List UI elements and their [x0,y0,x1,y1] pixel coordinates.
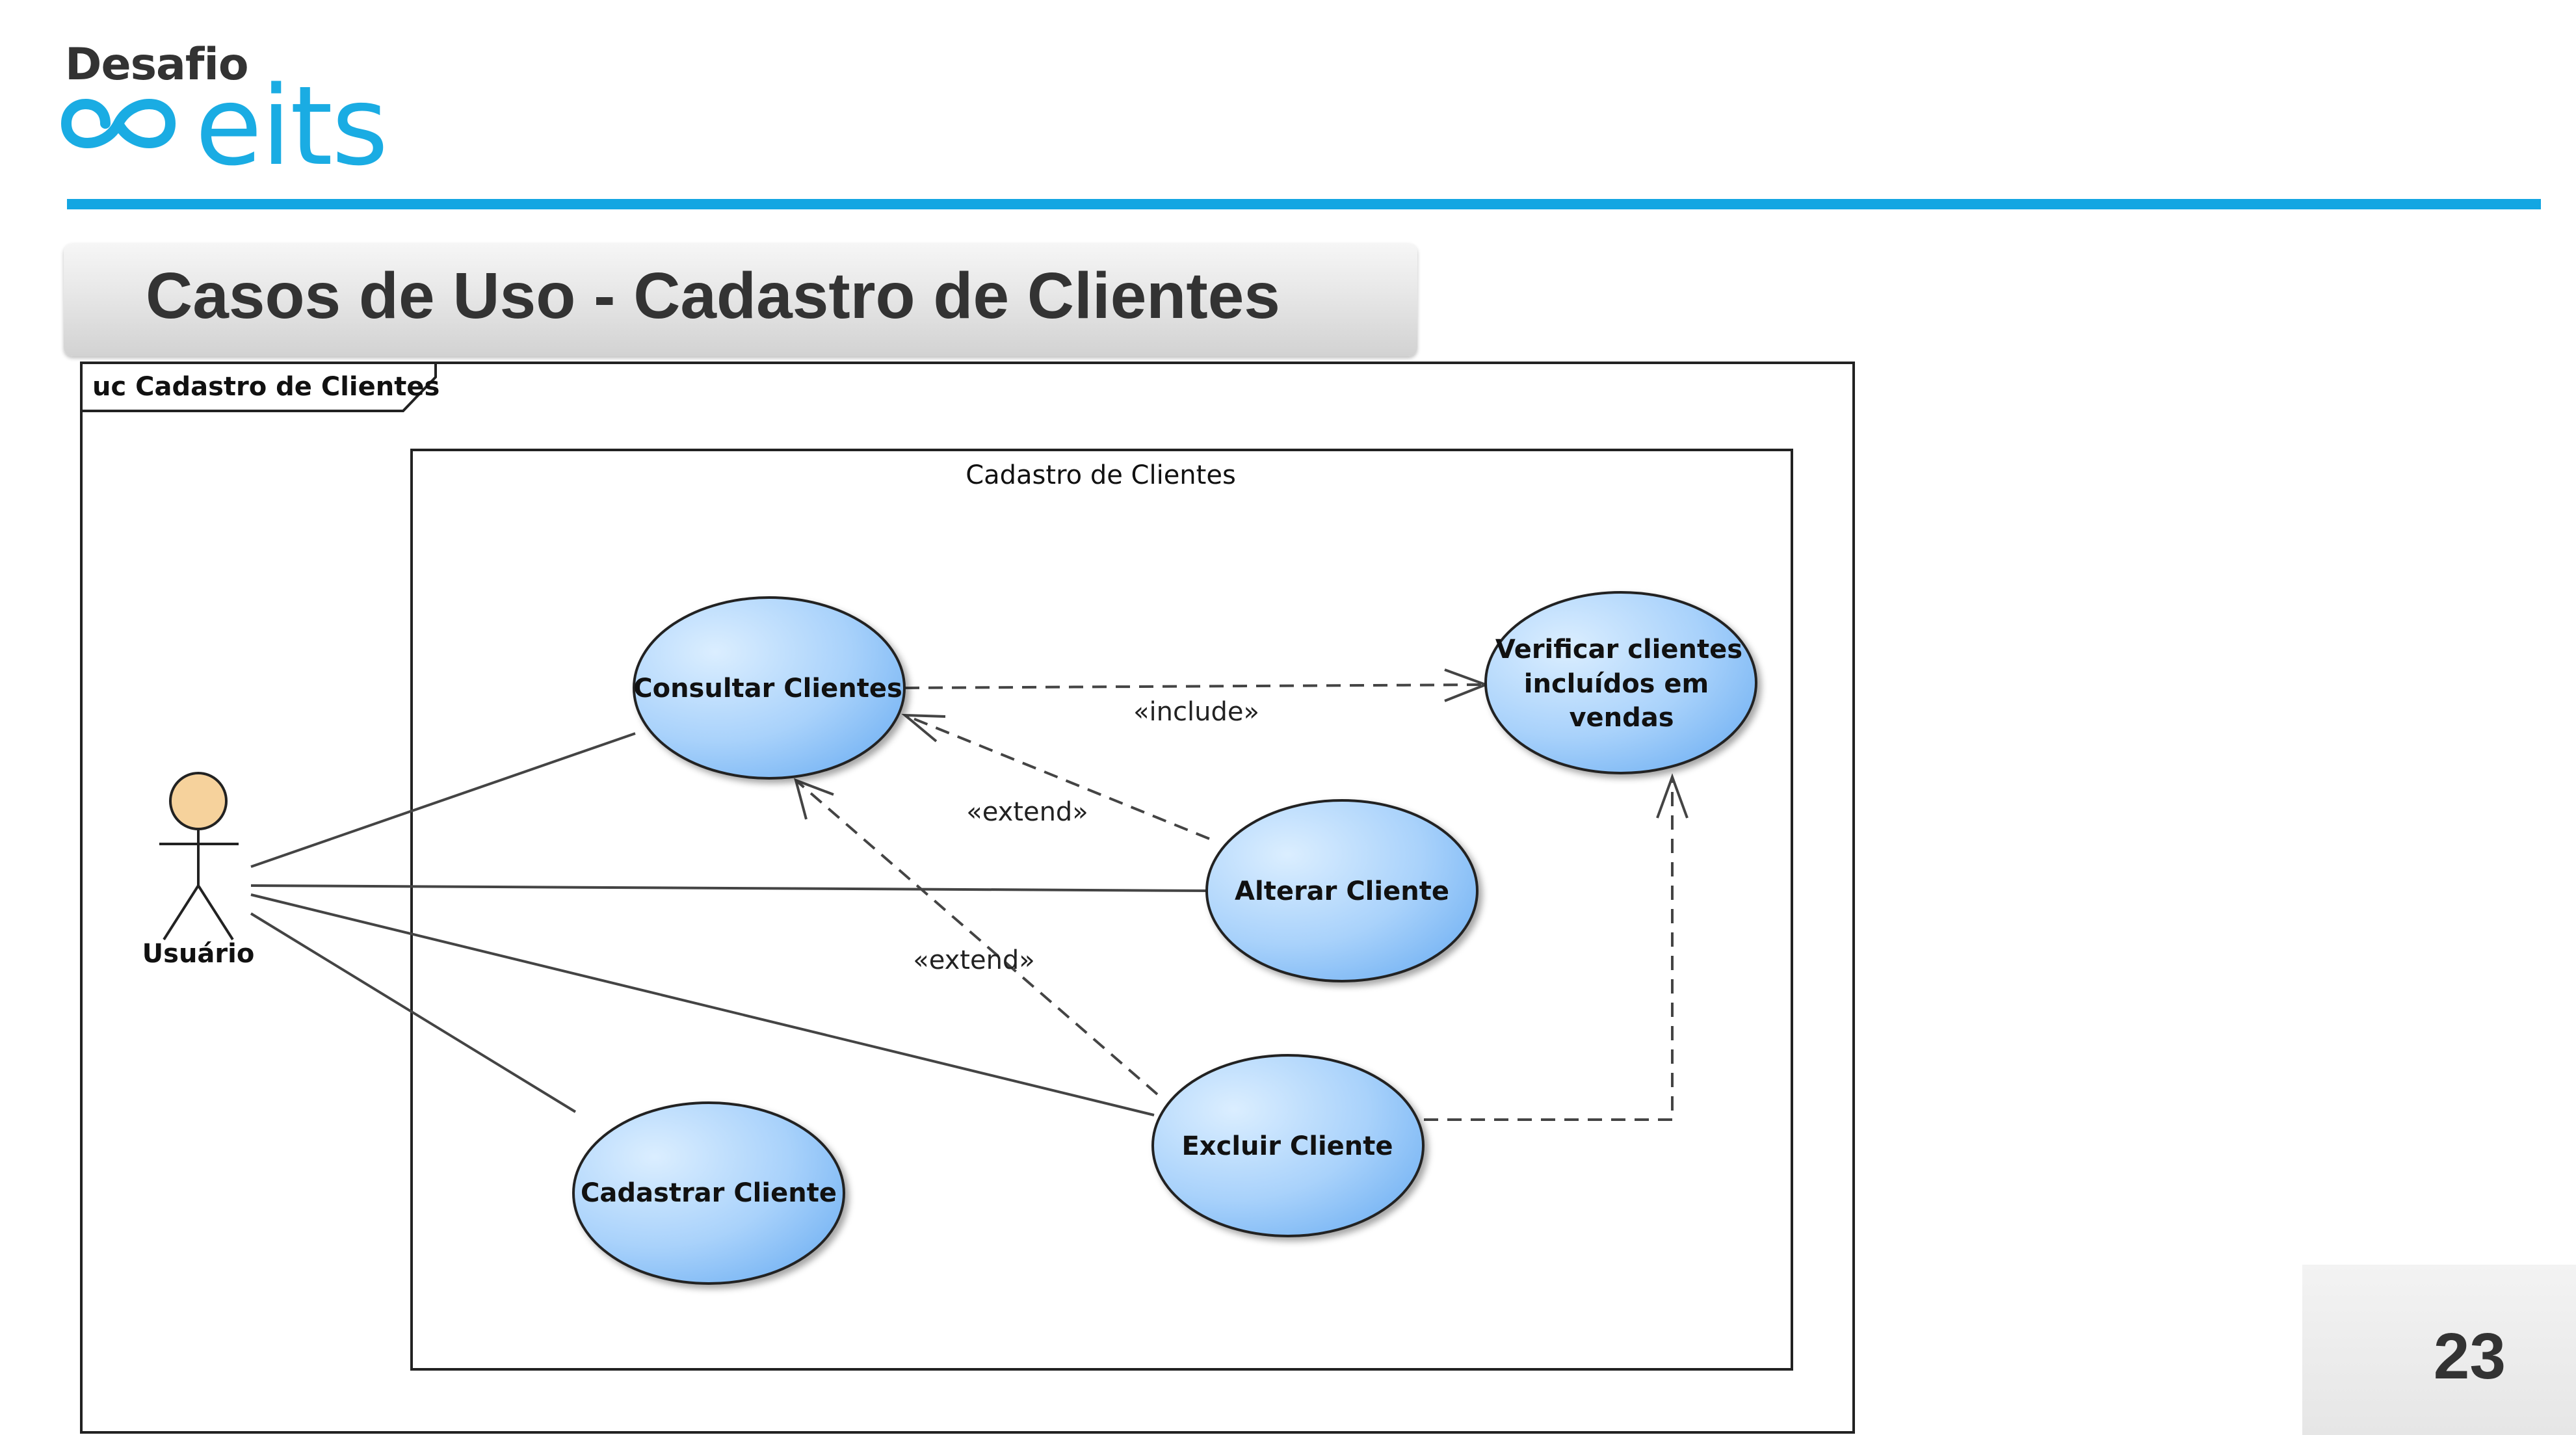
use-case-consultar-label: Consultar Clientes [633,674,902,704]
extend-excluir-line [795,779,1159,1096]
use-case-cadastrar-label: Cadastrar Cliente [581,1178,837,1208]
extend-label-alterar: «extend» [966,797,1088,827]
system-boundary-label: Cadastro de Clientes [966,460,1236,490]
excluir-verificar-line [1424,777,1674,1121]
use-case-alterar-cliente[interactable] [1205,799,1479,982]
slide-title: Casos de Uso - Cadastro de Clientes [146,259,1280,332]
association-alterar [250,884,1209,892]
extend-excluir-arrowhead [794,778,834,820]
extend-label-excluir: «extend» [913,945,1035,975]
header-divider [67,199,2541,209]
association-cadastrar [250,912,577,1113]
brand-top-word: Desafio [65,39,249,90]
use-case-verificar-label-line1: Verificar clientes [1495,635,1742,665]
extend-alterar-line [904,714,1210,840]
infinity-logo-icon [60,99,176,148]
association-excluir [250,893,1155,1116]
page-number-box: 23 [2302,1265,2576,1435]
slide-title-banner: Casos de Uso - Cadastro de Clientes [64,243,1417,356]
frame-label: uc Cadastro de Clientes [92,372,440,402]
frame-label-tab [80,362,437,412]
use-case-excluir-cliente[interactable] [1151,1054,1425,1237]
actor-label: Usuário [142,939,255,969]
include-arrow-line [904,683,1486,689]
use-case-verificar-label-line2: incluídos em [1524,669,1709,699]
use-case-alterar-label: Alterar Cliente [1235,876,1449,906]
actor-figure-icon[interactable] [159,772,239,941]
brand-main-word: eits [195,62,388,190]
use-case-excluir-label: Excluir Cliente [1181,1131,1393,1161]
use-case-cadastrar-cliente[interactable] [572,1101,845,1285]
excluir-verificar-arrowhead [1656,773,1689,819]
page-number: 23 [2433,1320,2506,1393]
include-label: «include» [1133,697,1259,727]
association-consultar [250,732,636,868]
extend-alterar-arrowhead [901,713,946,743]
use-case-verificar-clientes[interactable] [1484,591,1757,774]
use-case-consultar-clientes[interactable] [633,596,906,780]
use-case-verificar-label-line3: vendas [1569,703,1674,733]
